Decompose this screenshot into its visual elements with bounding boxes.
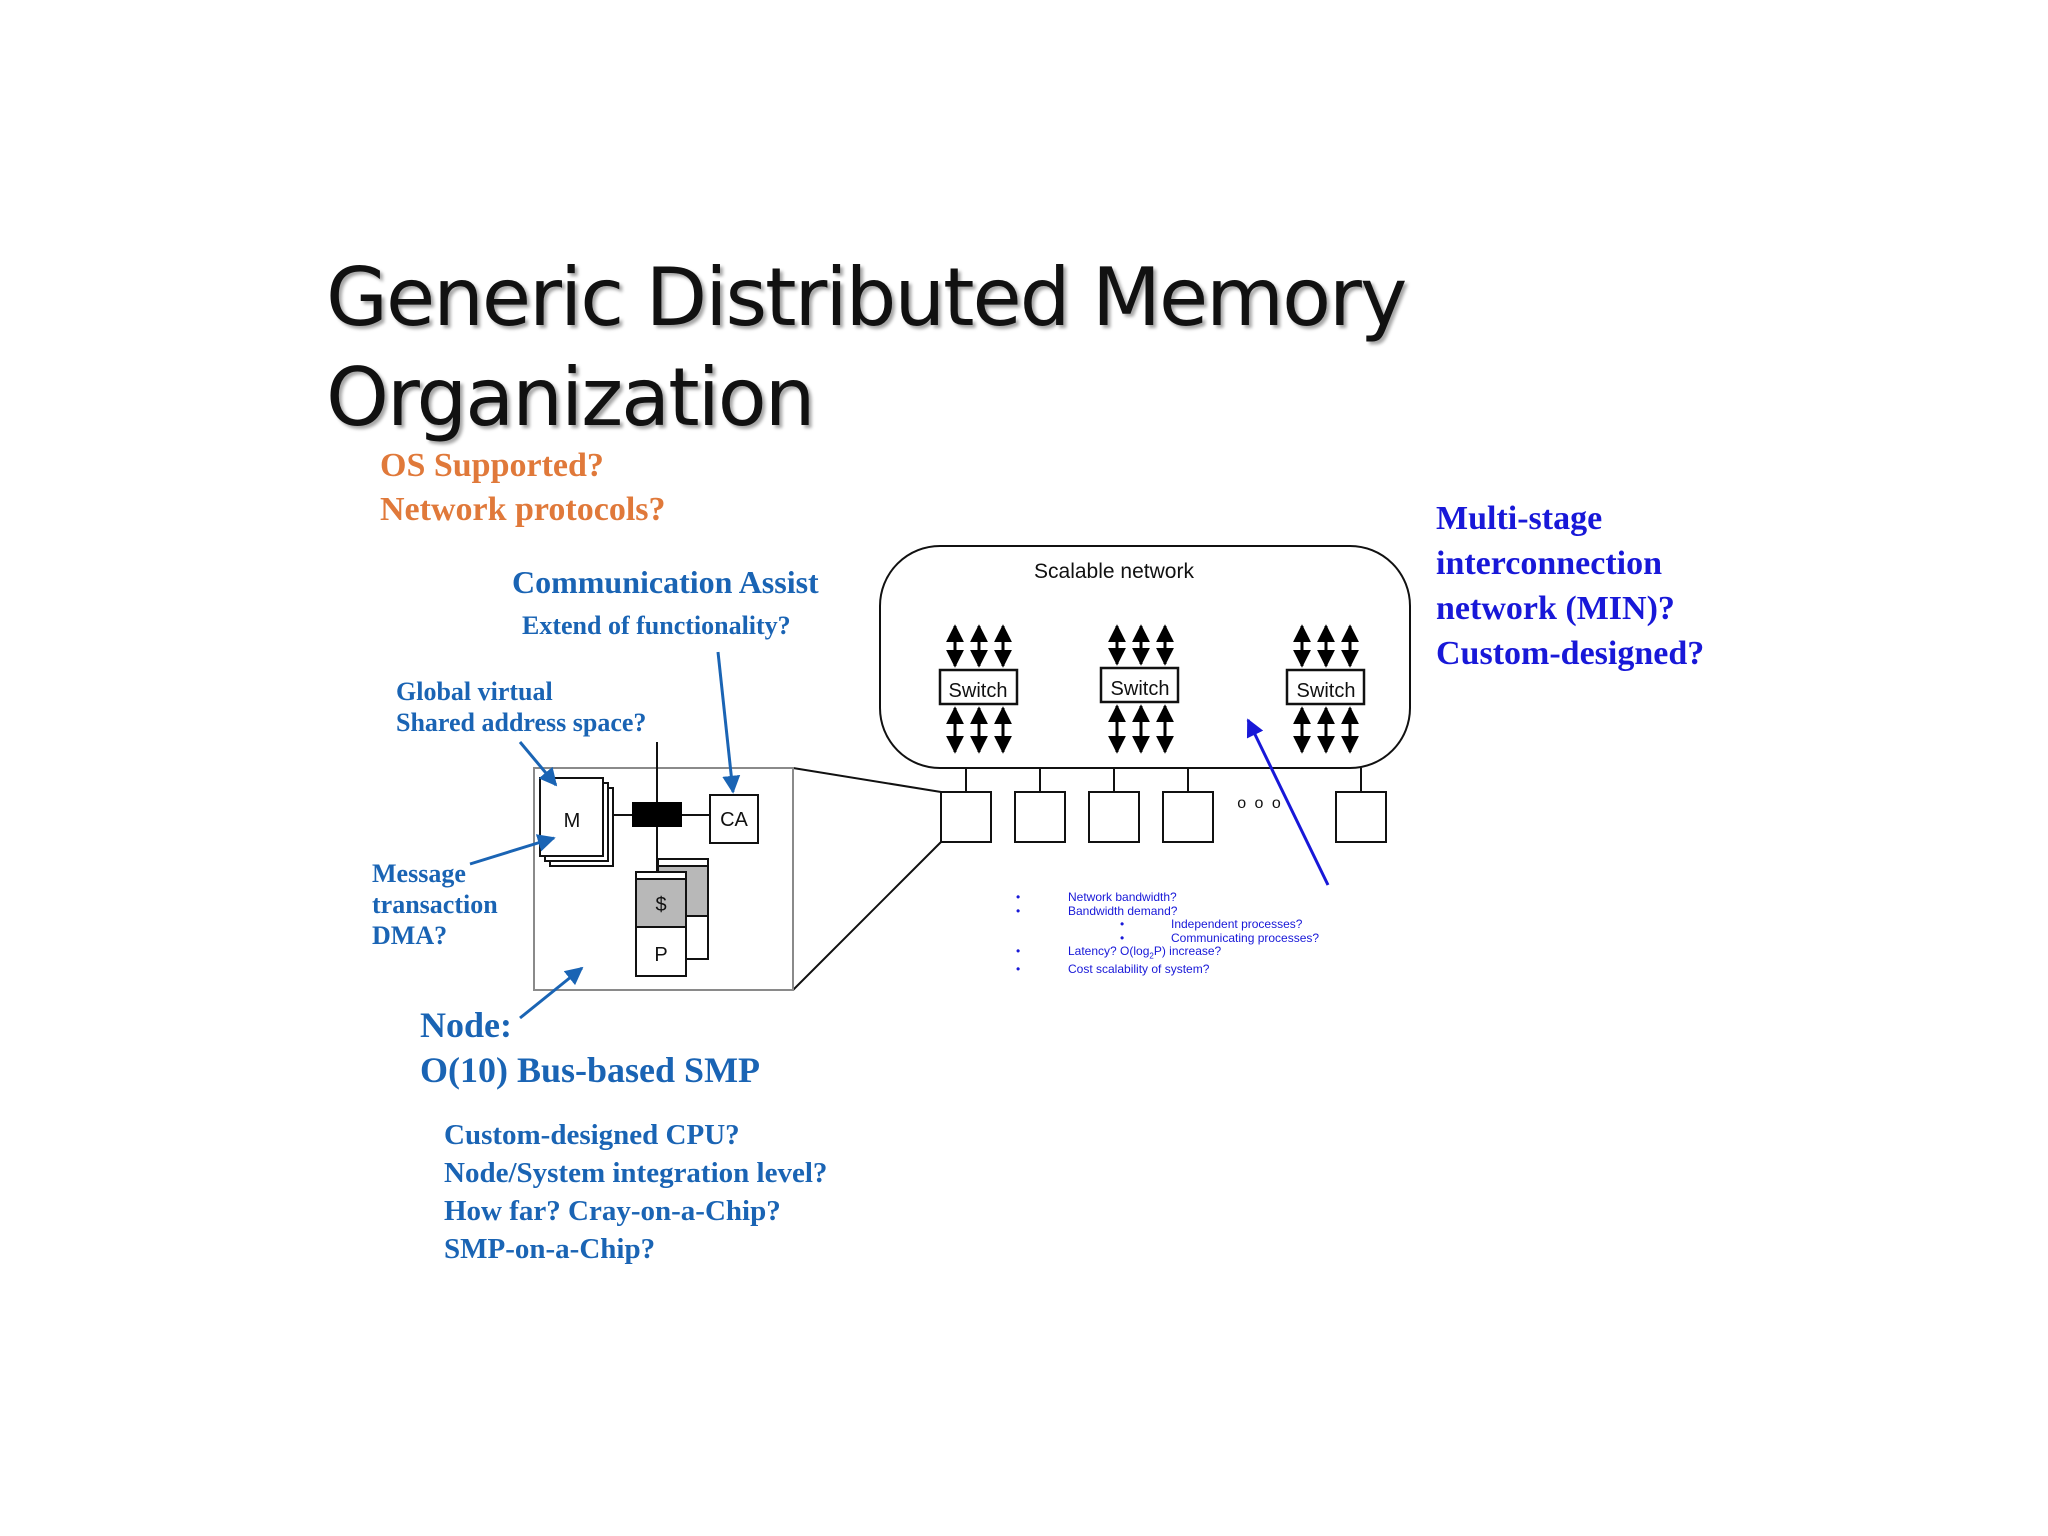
switch-label: Switch xyxy=(1297,680,1356,702)
min-question: Multi-stage xyxy=(1436,500,1603,537)
switch: Switch xyxy=(1285,668,1366,706)
min-question: network (MIN)? xyxy=(1436,590,1675,627)
message-transaction-label: Message transaction DMA? xyxy=(372,858,498,951)
comm-assist-question: Extend of functionality? xyxy=(522,611,791,640)
ca-label: CA xyxy=(720,809,748,831)
network-bullets: •Network bandwidth? •Bandwidth demand? •… xyxy=(1012,890,1320,977)
node-box xyxy=(1014,791,1066,843)
list-item: • Independent processes? xyxy=(1012,917,1319,932)
min-arrow xyxy=(1246,718,1330,886)
message-transaction-line: Message xyxy=(372,859,466,888)
title-line-1: Generic Distributed Memory xyxy=(326,251,1407,344)
node-questions: Custom-designed CPU? Node/System integra… xyxy=(444,1116,827,1268)
min-questions: Multi-stage interconnection network (MIN… xyxy=(1436,496,1704,676)
global-virtual-line: Shared address space? xyxy=(396,708,647,737)
node-box xyxy=(1088,791,1140,843)
bullet-dot: • xyxy=(1120,930,1125,945)
message-transaction-line: transaction xyxy=(372,890,498,919)
node-box xyxy=(1162,791,1214,843)
bus-interface xyxy=(632,802,682,827)
latency-subscript: 2 xyxy=(1149,951,1154,961)
list-item: • Communicating processes? xyxy=(1012,930,1320,946)
comm-assist-arrow xyxy=(716,651,741,794)
list-item: • Latency? O(log2P) increase? xyxy=(1012,944,1319,963)
node-label: Node: O(10) Bus-based SMP xyxy=(420,1003,760,1093)
node-line: O(10) Bus-based SMP xyxy=(420,1050,761,1090)
latency-post: P) increase? xyxy=(1153,944,1222,958)
node-question: Custom-designed CPU? xyxy=(444,1119,740,1151)
memory-label: M xyxy=(564,810,581,832)
network-nodes xyxy=(940,768,1387,843)
global-virtual-label: Global virtual Shared address space? xyxy=(396,676,646,738)
node-box xyxy=(940,791,992,843)
os-question: Network protocols? xyxy=(380,491,666,528)
bullet-dot: • xyxy=(1016,903,1021,918)
switch: Switch xyxy=(1099,666,1180,704)
latency-pre: Latency? O(log xyxy=(1068,944,1150,958)
bullet-dot: • xyxy=(1016,944,1021,958)
min-question: interconnection xyxy=(1436,545,1663,582)
node-box xyxy=(1335,791,1387,843)
os-questions: OS Supported? Network protocols? xyxy=(380,444,666,532)
list-item: • Cost scalability of system? xyxy=(1012,961,1319,977)
bullet-dot: • xyxy=(1016,961,1021,976)
node-arrow xyxy=(519,966,584,1020)
scalable-network-box xyxy=(879,545,1411,769)
message-transaction-arrow xyxy=(469,834,556,866)
cache-label: $ xyxy=(655,894,666,916)
global-virtual-line: Global virtual xyxy=(396,677,553,706)
cache-box xyxy=(635,878,687,928)
zoom-line-top xyxy=(792,767,942,793)
annotation-arrows xyxy=(469,651,741,1020)
comm-assist-heading: Communication Assist xyxy=(512,564,819,600)
zoom-line-bottom xyxy=(792,841,942,991)
bullet-text: Latency? O(log2P) increase? xyxy=(1068,944,1222,963)
bullet-text: Network bandwidth? xyxy=(1068,890,1177,904)
bullet-dot: • xyxy=(1016,890,1021,904)
ca-box xyxy=(709,794,759,844)
bullet-dot: • xyxy=(1120,917,1125,931)
node-line: Node: xyxy=(420,1005,512,1045)
switch-arrows xyxy=(946,624,1359,754)
min-question: Custom-designed? xyxy=(1436,635,1705,672)
list-item: • Network bandwidth? xyxy=(1012,890,1319,905)
node-question: Node/System integration level? xyxy=(444,1157,828,1189)
scalable-network-label: Scalable network xyxy=(1034,560,1194,583)
node-question: SMP-on-a-Chip? xyxy=(444,1233,656,1265)
bullet-text: Communicating processes? xyxy=(1171,930,1320,945)
switch-label: Switch xyxy=(949,680,1008,702)
bullet-text: Bandwidth demand? xyxy=(1068,903,1178,918)
ellipsis: o o o xyxy=(1237,795,1283,812)
node-question: How far? Cray-on-a-Chip? xyxy=(444,1195,781,1227)
switch: Switch xyxy=(938,668,1019,706)
message-transaction-line: DMA? xyxy=(372,921,448,950)
node-detail-frame xyxy=(533,767,794,991)
title-line-2: Organization xyxy=(326,351,815,444)
processor-label: P xyxy=(654,944,667,966)
slide-title: Generic Distributed Memory Organization xyxy=(326,248,1407,448)
global-virtual-arrow xyxy=(518,741,558,787)
switch-label: Switch xyxy=(1111,678,1170,700)
list-item: • Bandwidth demand? xyxy=(1012,903,1319,919)
bullet-text: Cost scalability of system? xyxy=(1068,961,1210,976)
bullet-text: Independent processes? xyxy=(1171,917,1303,931)
os-question: OS Supported? xyxy=(380,447,604,484)
